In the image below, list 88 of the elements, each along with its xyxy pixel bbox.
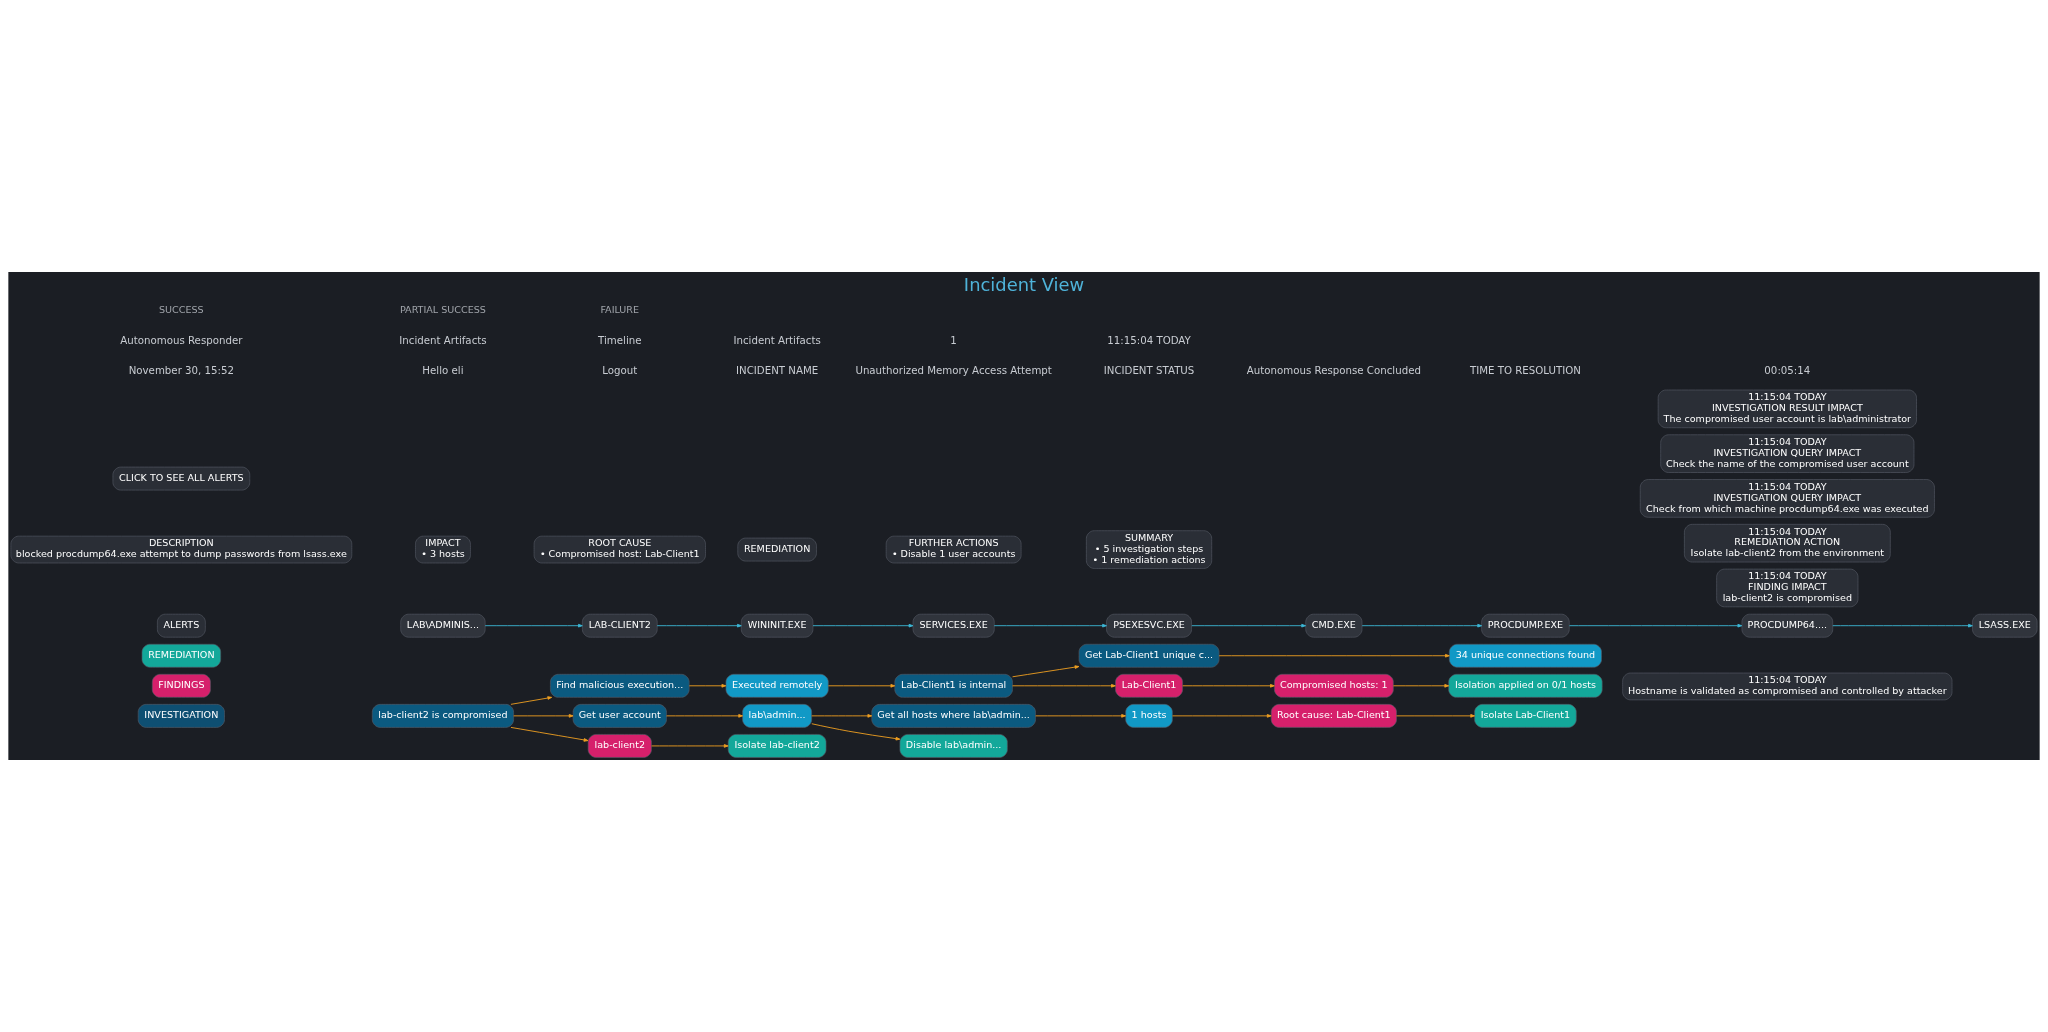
node-box: Compromised hosts: 1 (1274, 673, 1394, 698)
node-box: WININIT.EXE (741, 613, 814, 638)
node-box: SERVICES.EXE (912, 613, 995, 638)
node-box: Executed remotely (725, 673, 829, 698)
node-box: INVESTIGATION (137, 704, 225, 728)
node-box: 11:15:04 TODAY INVESTIGATION QUERY IMPACT Check the name of the compromised user account (1660, 434, 1915, 473)
node-box: 11:15:04 TODAY INVESTIGATION QUERY IMPACT Check from which machine procdump64.exe was executed (1639, 479, 1935, 518)
node-box: Get Lab-Client1 unique c... (1078, 643, 1220, 668)
diagram-title: Incident View (963, 274, 1085, 296)
label: Incident Artifacts (733, 334, 821, 346)
node-box: Find malicious execution... (550, 673, 690, 698)
label: Autonomous Responder (120, 334, 243, 346)
arrow (688, 684, 727, 688)
node-box: lab-client2 (587, 734, 652, 758)
label: INCIDENT NAME (736, 364, 819, 376)
label: Hello eli (422, 364, 464, 376)
node-box: 34 unique connections found (1449, 643, 1602, 668)
legend-label: FAILURE (600, 304, 640, 316)
label: November 30, 15:52 (128, 364, 235, 376)
arrow (993, 623, 1107, 628)
node-box: 11:15:04 TODAY FINDING IMPACT lab-client2 is compromised (1716, 568, 1859, 608)
label: Unauthorized Memory Access Attempt (855, 364, 1052, 376)
node-box: SUMMARY • 5 investigation steps • 1 remediation actions (1086, 530, 1213, 569)
label: 11:15:04 TODAY (1107, 334, 1191, 346)
node-box: REMEDIATION (737, 537, 817, 562)
arrow (666, 714, 743, 718)
node-box: LSASS.EXE (1972, 613, 2038, 638)
label: TIME TO RESOLUTION (1469, 364, 1581, 376)
node-box: REMEDIATION (141, 643, 221, 668)
node-box: 11:15:04 TODAY Hostname is validated as compromised and controlled by attacker (1622, 672, 1953, 701)
node-box: LAB\ADMINIS... (400, 613, 486, 638)
arrow (1012, 684, 1116, 688)
node-box: ROOT CAUSE • Compromised host: Lab-Client1 (533, 535, 706, 564)
arrow (510, 726, 589, 742)
arrow (1568, 623, 1743, 628)
node-box: lab\admin... (742, 704, 812, 728)
node-box: 11:15:04 TODAY REMEDIATION ACTION Isolate lab-client2 from the environment (1684, 524, 1891, 563)
label: INCIDENT STATUS (1103, 364, 1195, 376)
label: Timeline (598, 334, 642, 346)
arrow (811, 723, 901, 741)
arrow (811, 714, 873, 718)
arrow (1035, 714, 1126, 718)
node-box: 1 hosts (1125, 704, 1173, 728)
node-box: PROCDUMP.EXE (1481, 613, 1570, 638)
node-box: Isolate lab-client2 (727, 734, 827, 758)
node-box: Isolate Lab-Client1 (1474, 704, 1577, 728)
node-box: ALERTS (157, 613, 206, 638)
label: 1 (950, 334, 957, 346)
node-box: PSEXESVC.EXE (1106, 613, 1192, 638)
arrow (656, 623, 742, 628)
node-box: DESCRIPTION blocked procdump64.exe attempt to dump passwords from lsass.exe (10, 535, 353, 564)
legend-label: SUCCESS (159, 304, 204, 316)
arrow (1172, 714, 1272, 718)
node-box: Lab-Client1 is internal (894, 673, 1013, 698)
node-box: FURTHER ACTIONS • Disable 1 user accounts (885, 535, 1022, 564)
node-box: FINDINGS (151, 673, 211, 698)
node-box: 11:15:04 TODAY INVESTIGATION RESULT IMPACT The compromised user account is lab\administrator (1657, 389, 1917, 429)
node-box: LAB-CLIENT2 (582, 613, 658, 638)
arrow (484, 623, 583, 628)
node-box: Get user account (572, 704, 667, 728)
legend-label: PARTIAL SUCCESS (399, 304, 486, 316)
node-box: Disable lab\admin... (899, 734, 1008, 758)
node-box: Get all hosts where lab\admin... (871, 704, 1036, 728)
label: Incident Artifacts (399, 334, 487, 346)
arrow (1191, 623, 1306, 628)
node-box: PROCDUMP64.... (1741, 613, 1834, 638)
arrow (1012, 665, 1080, 678)
node-box: CMD.EXE (1305, 613, 1363, 638)
arrow (1218, 653, 1450, 658)
arrow (1392, 684, 1450, 688)
label: Autonomous Response Concluded (1246, 364, 1421, 376)
node-box: Root cause: Lab-Client1 (1270, 704, 1397, 728)
label: 00:05:14 (1764, 364, 1811, 376)
arrow (1182, 684, 1275, 688)
node-box: IMPACT • 3 hosts (415, 535, 471, 564)
node-box: lab-client2 is compromised (371, 704, 514, 728)
label: Logout (602, 364, 638, 376)
arrow (1361, 623, 1483, 628)
arrow (510, 696, 553, 705)
node-box: CLICK TO SEE ALL ALERTS (112, 466, 251, 491)
arrow (1832, 623, 1973, 628)
node-box: Lab-Client1 (1115, 673, 1183, 698)
arrow (651, 744, 729, 748)
arrow (513, 714, 574, 718)
arrow (1396, 714, 1475, 718)
arrow (828, 684, 896, 688)
arrow (812, 623, 914, 628)
node-box: Isolation applied on 0/1 hosts (1448, 673, 1603, 698)
